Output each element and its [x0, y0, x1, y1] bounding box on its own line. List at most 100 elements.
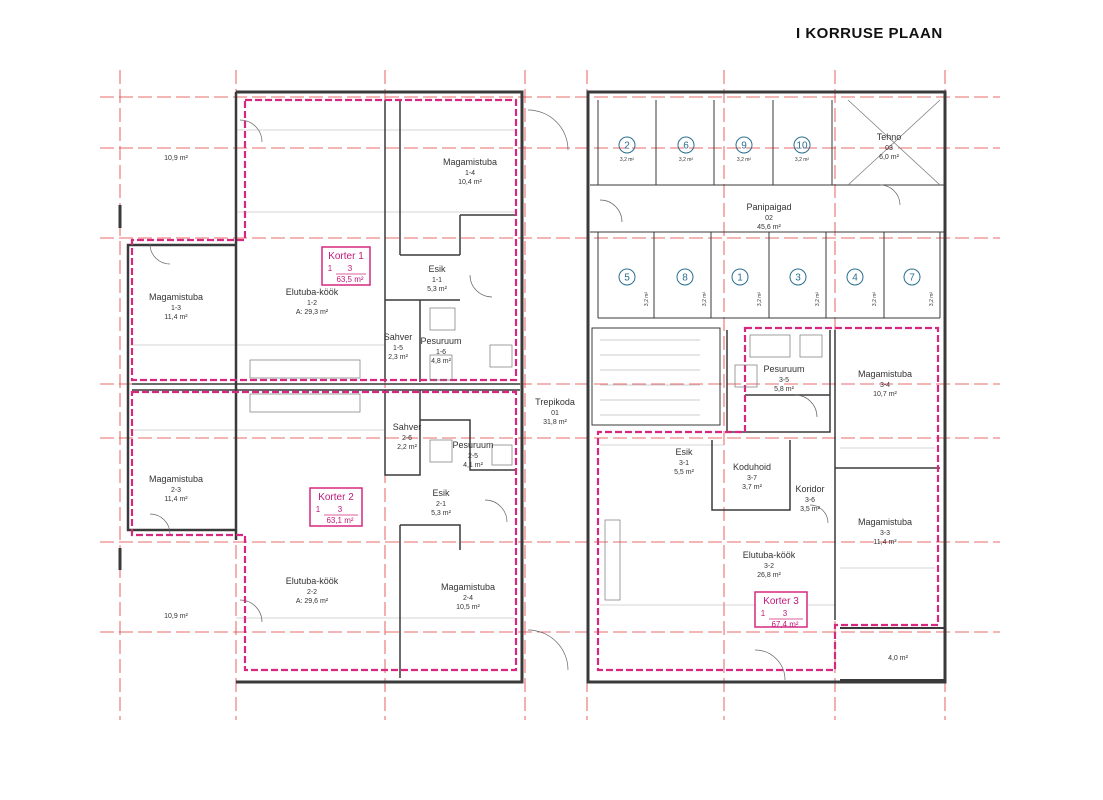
room-area: 5,3 m²	[431, 510, 452, 517]
room-area: 3,5 m²	[800, 506, 821, 513]
dimension-lines	[130, 129, 935, 619]
storage-area: 3,2 m²	[872, 292, 878, 307]
room-area: 10,9 m²	[164, 155, 188, 162]
room-code: 03	[885, 145, 893, 152]
storage-number-circle	[789, 268, 807, 286]
storage-number-circle	[676, 268, 694, 286]
room-area: 31,8 m²	[543, 419, 567, 426]
room-area: 10,9 m²	[164, 613, 188, 620]
korter-2-outline	[130, 390, 518, 672]
fixtures	[249, 307, 823, 601]
room-label: 10,9 m²	[164, 155, 188, 162]
room-label: 4,0 m²	[888, 655, 909, 662]
room-name: Panipaigad	[746, 202, 791, 212]
room-code: 3-1	[679, 460, 689, 467]
apartment-rooms-den: 3	[348, 264, 353, 273]
storage-number-circle	[846, 268, 864, 286]
storage-number: 8	[682, 273, 688, 284]
room-area: 6,0 m²	[879, 154, 900, 161]
room-area: 5,5 m²	[674, 469, 695, 476]
storage-area: 3,2 m²	[795, 157, 810, 163]
storage-unit: 33,2 m²	[789, 268, 821, 306]
storage-area: 3,2 m²	[644, 292, 650, 307]
room-label: Esik 2-1 5,3 m²	[431, 488, 452, 517]
storage-number-circle	[793, 136, 811, 154]
room-name: Pesuruum	[420, 336, 461, 346]
room-code: 2-6	[402, 435, 412, 442]
apartment-rooms-num: 1	[761, 609, 766, 618]
room-name: Magamistuba	[443, 157, 497, 167]
storage-unit: 5 3,2 m²	[618, 268, 650, 307]
room-label: Pesuruum 1-6 4,8 m²	[420, 336, 461, 365]
storage-number: 4	[852, 273, 858, 284]
storage-number-circle	[735, 136, 753, 154]
apartment-name: Korter 3	[763, 596, 799, 607]
door-arcs	[149, 109, 901, 681]
room-code: 1-4	[465, 170, 475, 177]
storage-unit: 23,2 m²	[618, 136, 636, 163]
room-area: A: 29,6 m²	[296, 598, 329, 605]
room-name: Magamistuba	[149, 474, 203, 484]
room-area: 11,4 m²	[873, 539, 897, 546]
room-code: 1-3	[171, 305, 181, 312]
room-name: Sahver	[384, 332, 413, 342]
room-area: 10,4 m²	[458, 179, 482, 186]
storage-number: 1	[737, 273, 743, 284]
storage-number-circle	[677, 136, 695, 154]
room-name: Esik	[432, 488, 450, 498]
storage-area: 3,2 m²	[757, 292, 763, 307]
room-name: Magamistuba	[858, 369, 912, 379]
storage-unit: 73,2 m²	[903, 268, 935, 306]
storage-number: 5	[624, 273, 630, 284]
room-area: 2,3 m²	[388, 354, 409, 361]
room-area: 2,2 m²	[397, 444, 418, 451]
storage-unit: 4 3,2 m²	[846, 268, 878, 307]
room-code: 2-4	[463, 595, 473, 602]
storage-unit: 63,2 m²	[677, 136, 695, 163]
storage-number: 3	[795, 273, 801, 284]
storage-number: 7	[909, 273, 915, 284]
room-area: 11,4 m²	[164, 496, 188, 503]
room-name: Elutuba-köök	[286, 576, 339, 586]
room-area: 5,8 m²	[774, 386, 795, 393]
storage-number-circle	[903, 268, 921, 286]
room-code: 1-1	[432, 277, 442, 284]
room-name: Sahver	[393, 422, 422, 432]
room-area: 11,4 m²	[164, 314, 188, 321]
room-label: 10,9 m²	[164, 613, 188, 620]
room-name: Magamistuba	[149, 292, 203, 302]
room-area: 4,8 m²	[431, 358, 452, 365]
korter-3-outline	[596, 326, 940, 672]
storage-area: 3,2 m²	[702, 292, 708, 307]
room-name: Magamistuba	[858, 517, 912, 527]
room-code: 2-3	[171, 487, 181, 494]
storage-number-circle	[618, 268, 636, 286]
storage-unit: 8 3,2 m²	[676, 268, 708, 307]
room-area: 3,7 m²	[742, 484, 763, 491]
room-code: 2-1	[436, 501, 446, 508]
room-area: 4,1 m²	[463, 462, 484, 469]
apartment-name: Korter 1	[328, 251, 364, 262]
apartment-box	[321, 246, 371, 286]
room-label: Sahver 2-6 2,2 m²	[393, 422, 422, 451]
room-name: Elutuba-köök	[286, 287, 339, 297]
room-label: Magamistuba 1-4 10,4 m²	[443, 157, 497, 186]
storage-number-circle	[731, 268, 749, 286]
apartment-box	[754, 591, 808, 628]
room-area: 45,6 m²	[757, 224, 781, 231]
room-name: Koduhoid	[733, 462, 771, 472]
room-code: 1-6	[436, 349, 446, 356]
plan-title: I KORRUSE PLAAN	[796, 25, 943, 42]
